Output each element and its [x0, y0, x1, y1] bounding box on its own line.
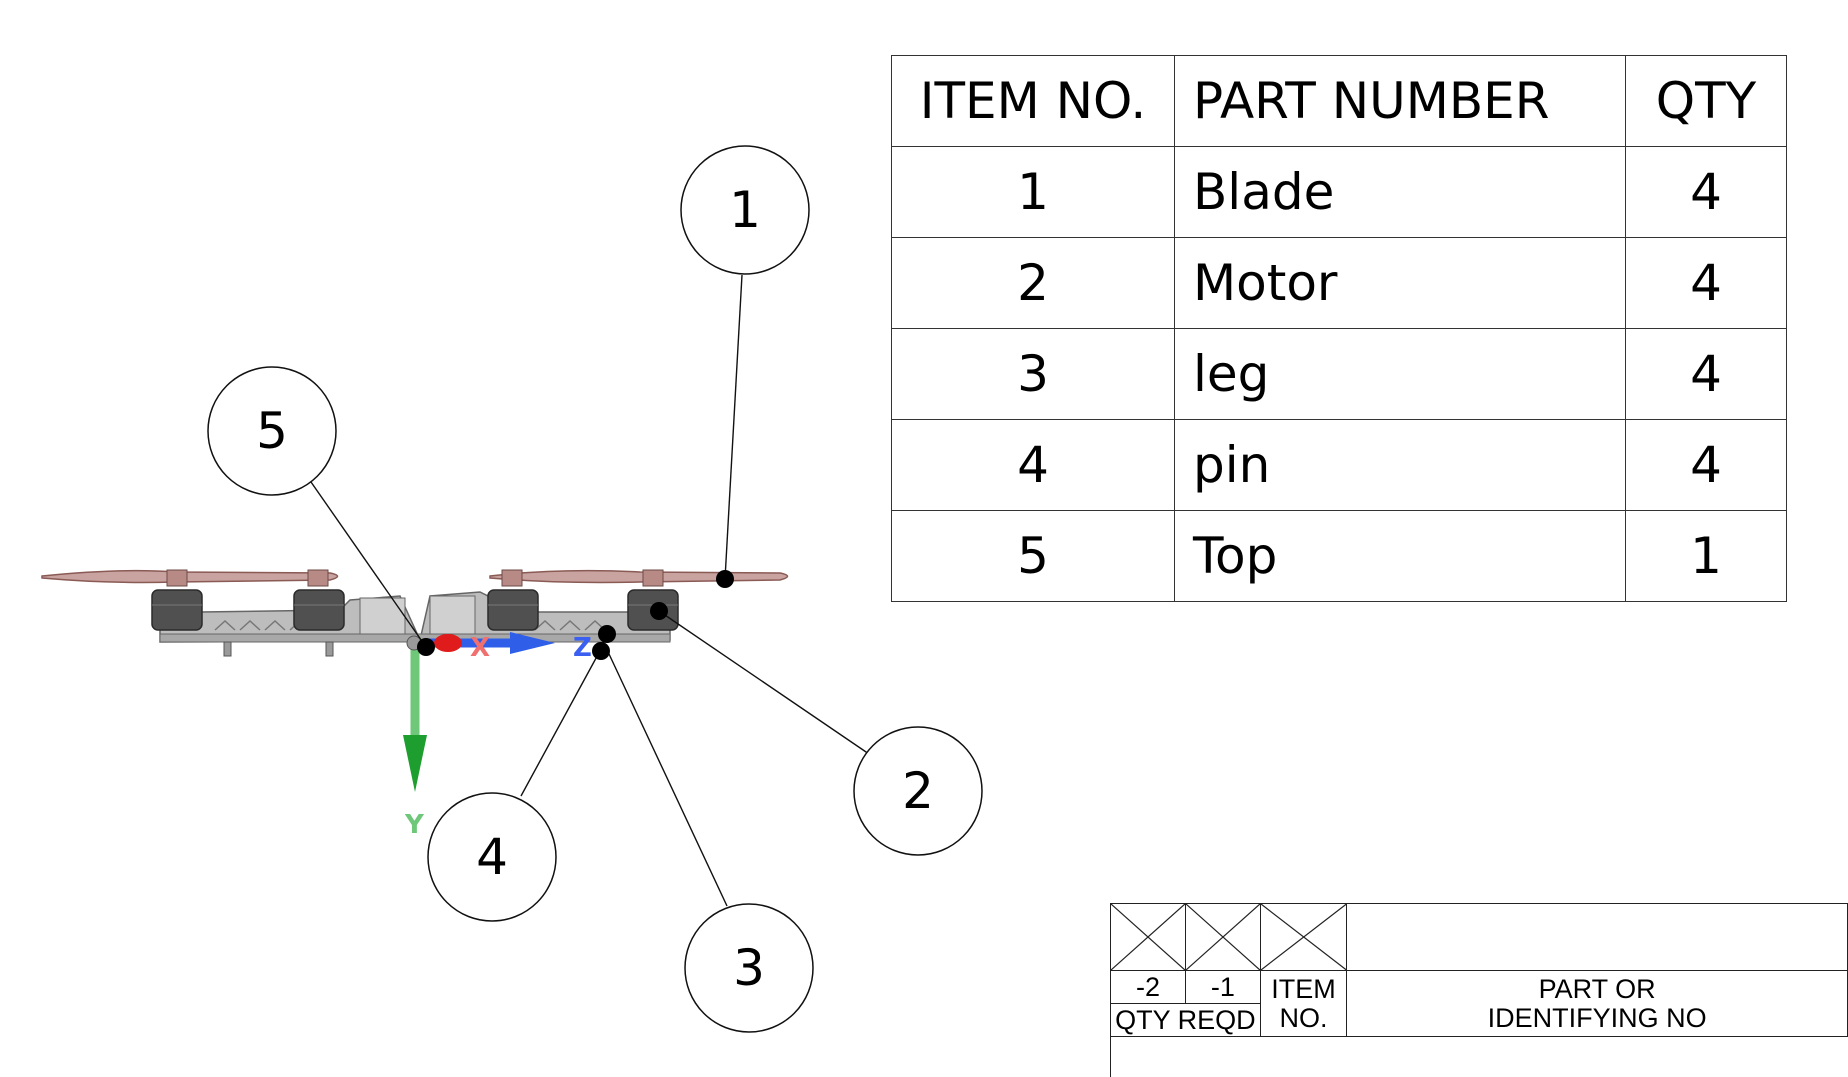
balloon-5-number: 5: [256, 402, 288, 460]
x-axis-marker: [434, 634, 462, 652]
motor: [487, 589, 539, 631]
title-block-cross-row: [1110, 903, 1848, 971]
leader-line-1: [724, 274, 743, 580]
leader-line-4: [520, 648, 602, 797]
leader-dot: [417, 638, 435, 656]
leader-line-2: [658, 610, 870, 755]
z-axis-arrowhead: [510, 632, 555, 654]
blade-left: [41, 569, 339, 584]
leader-dot: [598, 625, 616, 643]
balloon-1-number: 1: [729, 181, 761, 239]
bom-header-part-number: PART NUMBER: [1174, 55, 1626, 147]
z-axis-label: Z: [573, 633, 592, 663]
leader-dot: [650, 602, 668, 620]
axis-triad: X Y Z: [403, 632, 592, 840]
item-no-line2: NO.: [1279, 1002, 1328, 1033]
balloon-3-number: 3: [733, 939, 765, 997]
item-no-header: ITEM NO.: [1259, 970, 1348, 1037]
bom-header-item-no: ITEM NO.: [891, 55, 1175, 147]
hub: [166, 569, 188, 587]
bom-item-no: 4: [891, 419, 1175, 511]
part-header-line2: IDENTIFYING NO: [1487, 1002, 1707, 1033]
title-block-label-row: QTY REQD: [1110, 1003, 1848, 1037]
bom-row: 5 Top 1: [891, 510, 1787, 602]
bom-item-no: 5: [891, 510, 1175, 602]
motor: [293, 589, 345, 631]
balloon-2-number: 2: [902, 762, 934, 820]
hub: [307, 569, 329, 587]
blade-right: [489, 569, 789, 584]
title-block-number-row: -2 -1 ITEM NO. PART OR IDENTIFYING NO: [1110, 970, 1848, 1037]
balloon-2: 2: [853, 726, 983, 856]
balloon-leaders: [310, 274, 870, 907]
bom-row: 4 pin 4: [891, 419, 1787, 511]
title-block-blank-cell: [1346, 903, 1848, 971]
top-plate: [429, 595, 476, 641]
leg: [325, 641, 334, 657]
balloon-3: 3: [684, 903, 814, 1033]
hub: [501, 569, 523, 587]
bom-row: 1 Blade 4: [891, 146, 1787, 238]
qty-reqd-label: QTY REQD: [1110, 1003, 1261, 1037]
bom-qty: 4: [1625, 237, 1787, 329]
x-axis-label: X: [470, 633, 490, 663]
bom-part-number: Top: [1174, 510, 1626, 602]
leg: [223, 641, 232, 657]
qty-col-minus2: -2: [1110, 970, 1186, 1004]
balloon-4: 4: [427, 792, 557, 922]
qty-col-minus1: -1: [1184, 970, 1261, 1004]
bom-part-number: pin: [1174, 419, 1626, 511]
leader-line-3: [601, 638, 728, 907]
bom-row: 2 Motor 4: [891, 237, 1787, 329]
bill-of-materials-table: ITEM NO. PART NUMBER QTY 1 Blade 4 2 Mot…: [891, 55, 1787, 602]
leader-line-5: [310, 481, 427, 648]
bom-item-no: 2: [891, 237, 1175, 329]
bom-row: 3 leg 4: [891, 328, 1787, 420]
hub: [642, 569, 664, 587]
balloon-5: 5: [207, 366, 337, 496]
y-axis-label: Y: [404, 810, 425, 840]
bom-header-qty: QTY: [1625, 55, 1787, 147]
crossed-cell: [1184, 903, 1261, 971]
bom-qty: 4: [1625, 328, 1787, 420]
balloon-4-number: 4: [476, 828, 508, 886]
bom-item-no: 3: [891, 328, 1175, 420]
leader-endpoints: [417, 570, 734, 660]
y-axis-arrowhead: [403, 735, 427, 792]
crossed-cell: [1110, 903, 1186, 971]
title-block-empty-cell: [1110, 1036, 1848, 1077]
crossed-cell: [1259, 903, 1348, 971]
part-identifying-header: PART OR IDENTIFYING NO: [1346, 970, 1848, 1037]
balloons: 1 2 3 4 5: [207, 145, 983, 1033]
title-block-empty-row: [1110, 1036, 1848, 1077]
bom-part-number: Motor: [1174, 237, 1626, 329]
title-block: -2 -1 ITEM NO. PART OR IDENTIFYING NO QT…: [1110, 903, 1848, 1077]
bom-qty: 1: [1625, 510, 1787, 602]
bom-item-no: 1: [891, 146, 1175, 238]
bom-header-row: ITEM NO. PART NUMBER QTY: [891, 55, 1787, 147]
bom-qty: 4: [1625, 146, 1787, 238]
bom-qty: 4: [1625, 419, 1787, 511]
leader-dot: [716, 570, 734, 588]
leader-dot: [592, 642, 610, 660]
balloon-1: 1: [680, 145, 810, 275]
item-no-line1: ITEM: [1271, 974, 1336, 1005]
bom-part-number: Blade: [1174, 146, 1626, 238]
bom-part-number: leg: [1174, 328, 1626, 420]
motor: [151, 589, 203, 631]
part-header-line1: PART OR: [1538, 974, 1656, 1005]
